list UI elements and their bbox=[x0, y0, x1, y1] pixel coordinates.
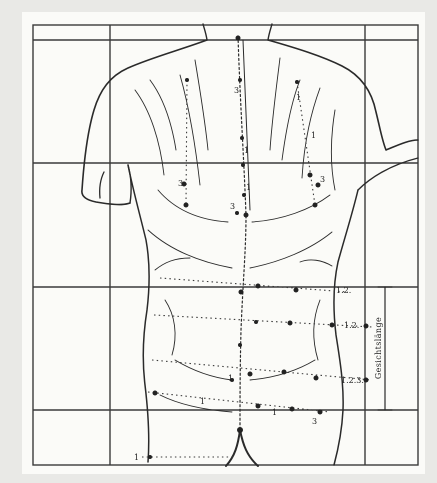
side-label: 1.2. bbox=[344, 321, 359, 330]
shoulder-label: 1 bbox=[296, 93, 301, 102]
lower-label: 1 bbox=[200, 397, 205, 406]
side-label: 1.2. bbox=[336, 286, 351, 295]
lower-label: 3 bbox=[312, 417, 317, 426]
spine-label: 1 bbox=[244, 146, 249, 155]
shoulder-label: 3 bbox=[178, 179, 183, 188]
spine-label: 3 bbox=[230, 202, 235, 211]
lower-label: 1 bbox=[272, 408, 277, 417]
shoulder-label: 3 bbox=[320, 175, 325, 184]
spine-label: 3 bbox=[234, 86, 239, 95]
lower-label: 1 bbox=[228, 374, 233, 383]
side-label: 1.2.3. bbox=[341, 376, 364, 385]
vertical-label: Gesichtslänge bbox=[374, 317, 383, 379]
shoulder-label: 1 bbox=[311, 131, 316, 140]
lower-label: 1 bbox=[134, 453, 139, 462]
spine-label: 1 bbox=[246, 183, 251, 192]
